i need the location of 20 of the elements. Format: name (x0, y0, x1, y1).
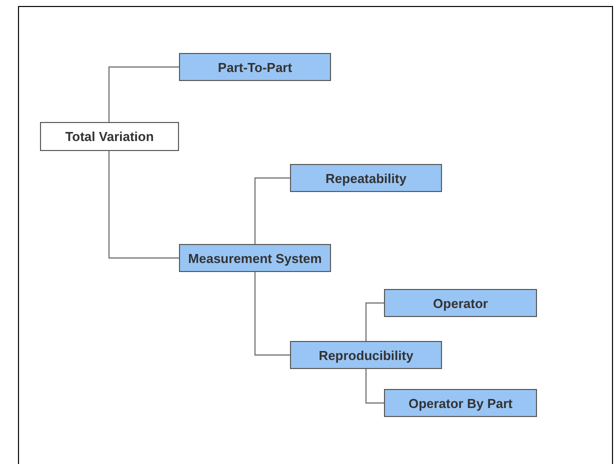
category-box (179, 53, 331, 81)
node-label: Measurement System (188, 250, 322, 266)
connector-line (365, 302, 384, 341)
connector-line (108, 151, 179, 259)
category-box (290, 164, 442, 192)
root-box (40, 122, 179, 151)
node-label: Part-To-Part (218, 60, 292, 74)
connector-line (365, 369, 384, 404)
connector-line (254, 272, 290, 356)
connector-line (108, 66, 179, 122)
node-label: Reproducibility (318, 348, 414, 362)
node-label: Repeatability (326, 170, 406, 186)
node-label: Total Variation (65, 129, 154, 144)
connector-line (254, 177, 290, 244)
node-label: Operator (433, 296, 488, 310)
category-box (179, 244, 331, 272)
node-label: Operator By Part (408, 396, 513, 410)
category-box (384, 389, 537, 417)
category-box (384, 289, 537, 317)
category-box (290, 341, 442, 369)
